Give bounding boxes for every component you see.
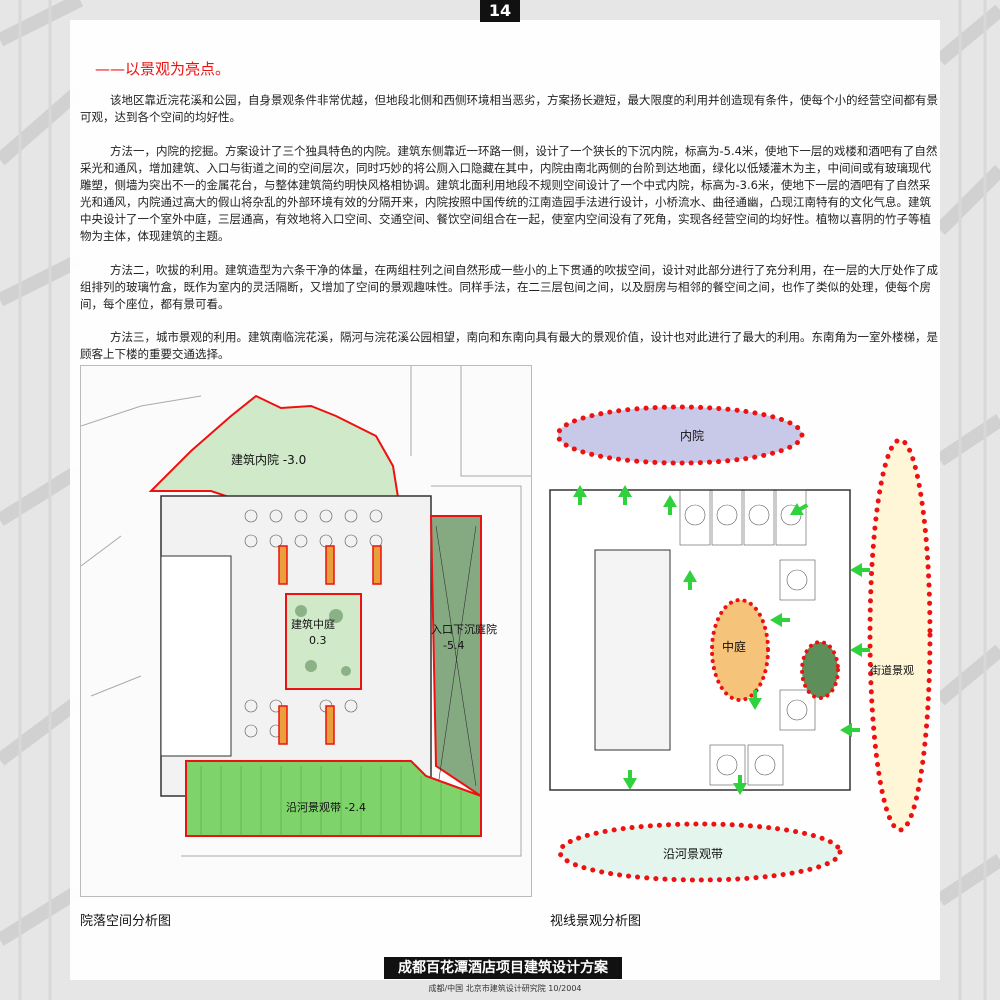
method-three-paragraph: 方法三，城市景观的利用。建筑南临浣花溪，隔河与浣花溪公园相望，南向和东南向具有最… xyxy=(80,330,938,361)
courtyard-label: 建筑内院 -3.0 xyxy=(231,453,307,467)
riverside-zone xyxy=(185,760,482,837)
method-one-paragraph: 方法一，内院的挖掘。方案设计了三个独具特色的内院。建筑东侧靠近一环路一侧，设计了… xyxy=(80,144,938,243)
right-plan-caption: 视线景观分析图 xyxy=(550,914,642,929)
sightline-analysis-plan: 内院 中庭 街道景观 沿河景观带 xyxy=(540,390,940,890)
method-two-paragraph: 方法二，吹拔的利用。建筑造型为六条干净的体量，在两组柱列之间自然形成一些小的上下… xyxy=(80,263,938,311)
atrium-label: 建筑中庭 xyxy=(291,618,335,631)
left-plan-caption: 院落空间分析图 xyxy=(80,914,172,929)
atrium-view-label: 中庭 xyxy=(722,640,747,654)
page-number: 14 xyxy=(480,0,520,22)
inner-court-label: 内院 xyxy=(680,429,705,443)
project-title: 成都百花潭酒店项目建筑设计方案 xyxy=(384,957,622,979)
riverside-label: 沿河景观带 -2.4 xyxy=(286,801,366,814)
intro-paragraph: 该地区靠近浣花溪和公园，自身景观条件非常优越，但地段北侧和西侧环境相当恶劣，方案… xyxy=(80,93,938,124)
street-view-label: 街道景观 xyxy=(870,664,914,677)
courtyard-analysis-plan: 建筑内院 -3.0 建筑中庭 0.3 入口下沉庭院 -5.4 沿河景观带 -2.… xyxy=(80,365,532,897)
project-subtitle: 成都/中国 北京市建筑设计研究院 10/2004 xyxy=(428,984,582,993)
courtyard-plan-drawing xyxy=(81,366,531,857)
entrance-label: 入口下沉庭院 xyxy=(431,623,497,636)
section-heading: ——以景观为亮点。 xyxy=(95,60,231,78)
river-view-label: 沿河景观带 xyxy=(663,847,724,861)
entrance-level-label: -5.4 xyxy=(443,639,465,652)
sightline-plan-drawing xyxy=(549,404,933,883)
atrium-level-label: 0.3 xyxy=(309,634,327,647)
